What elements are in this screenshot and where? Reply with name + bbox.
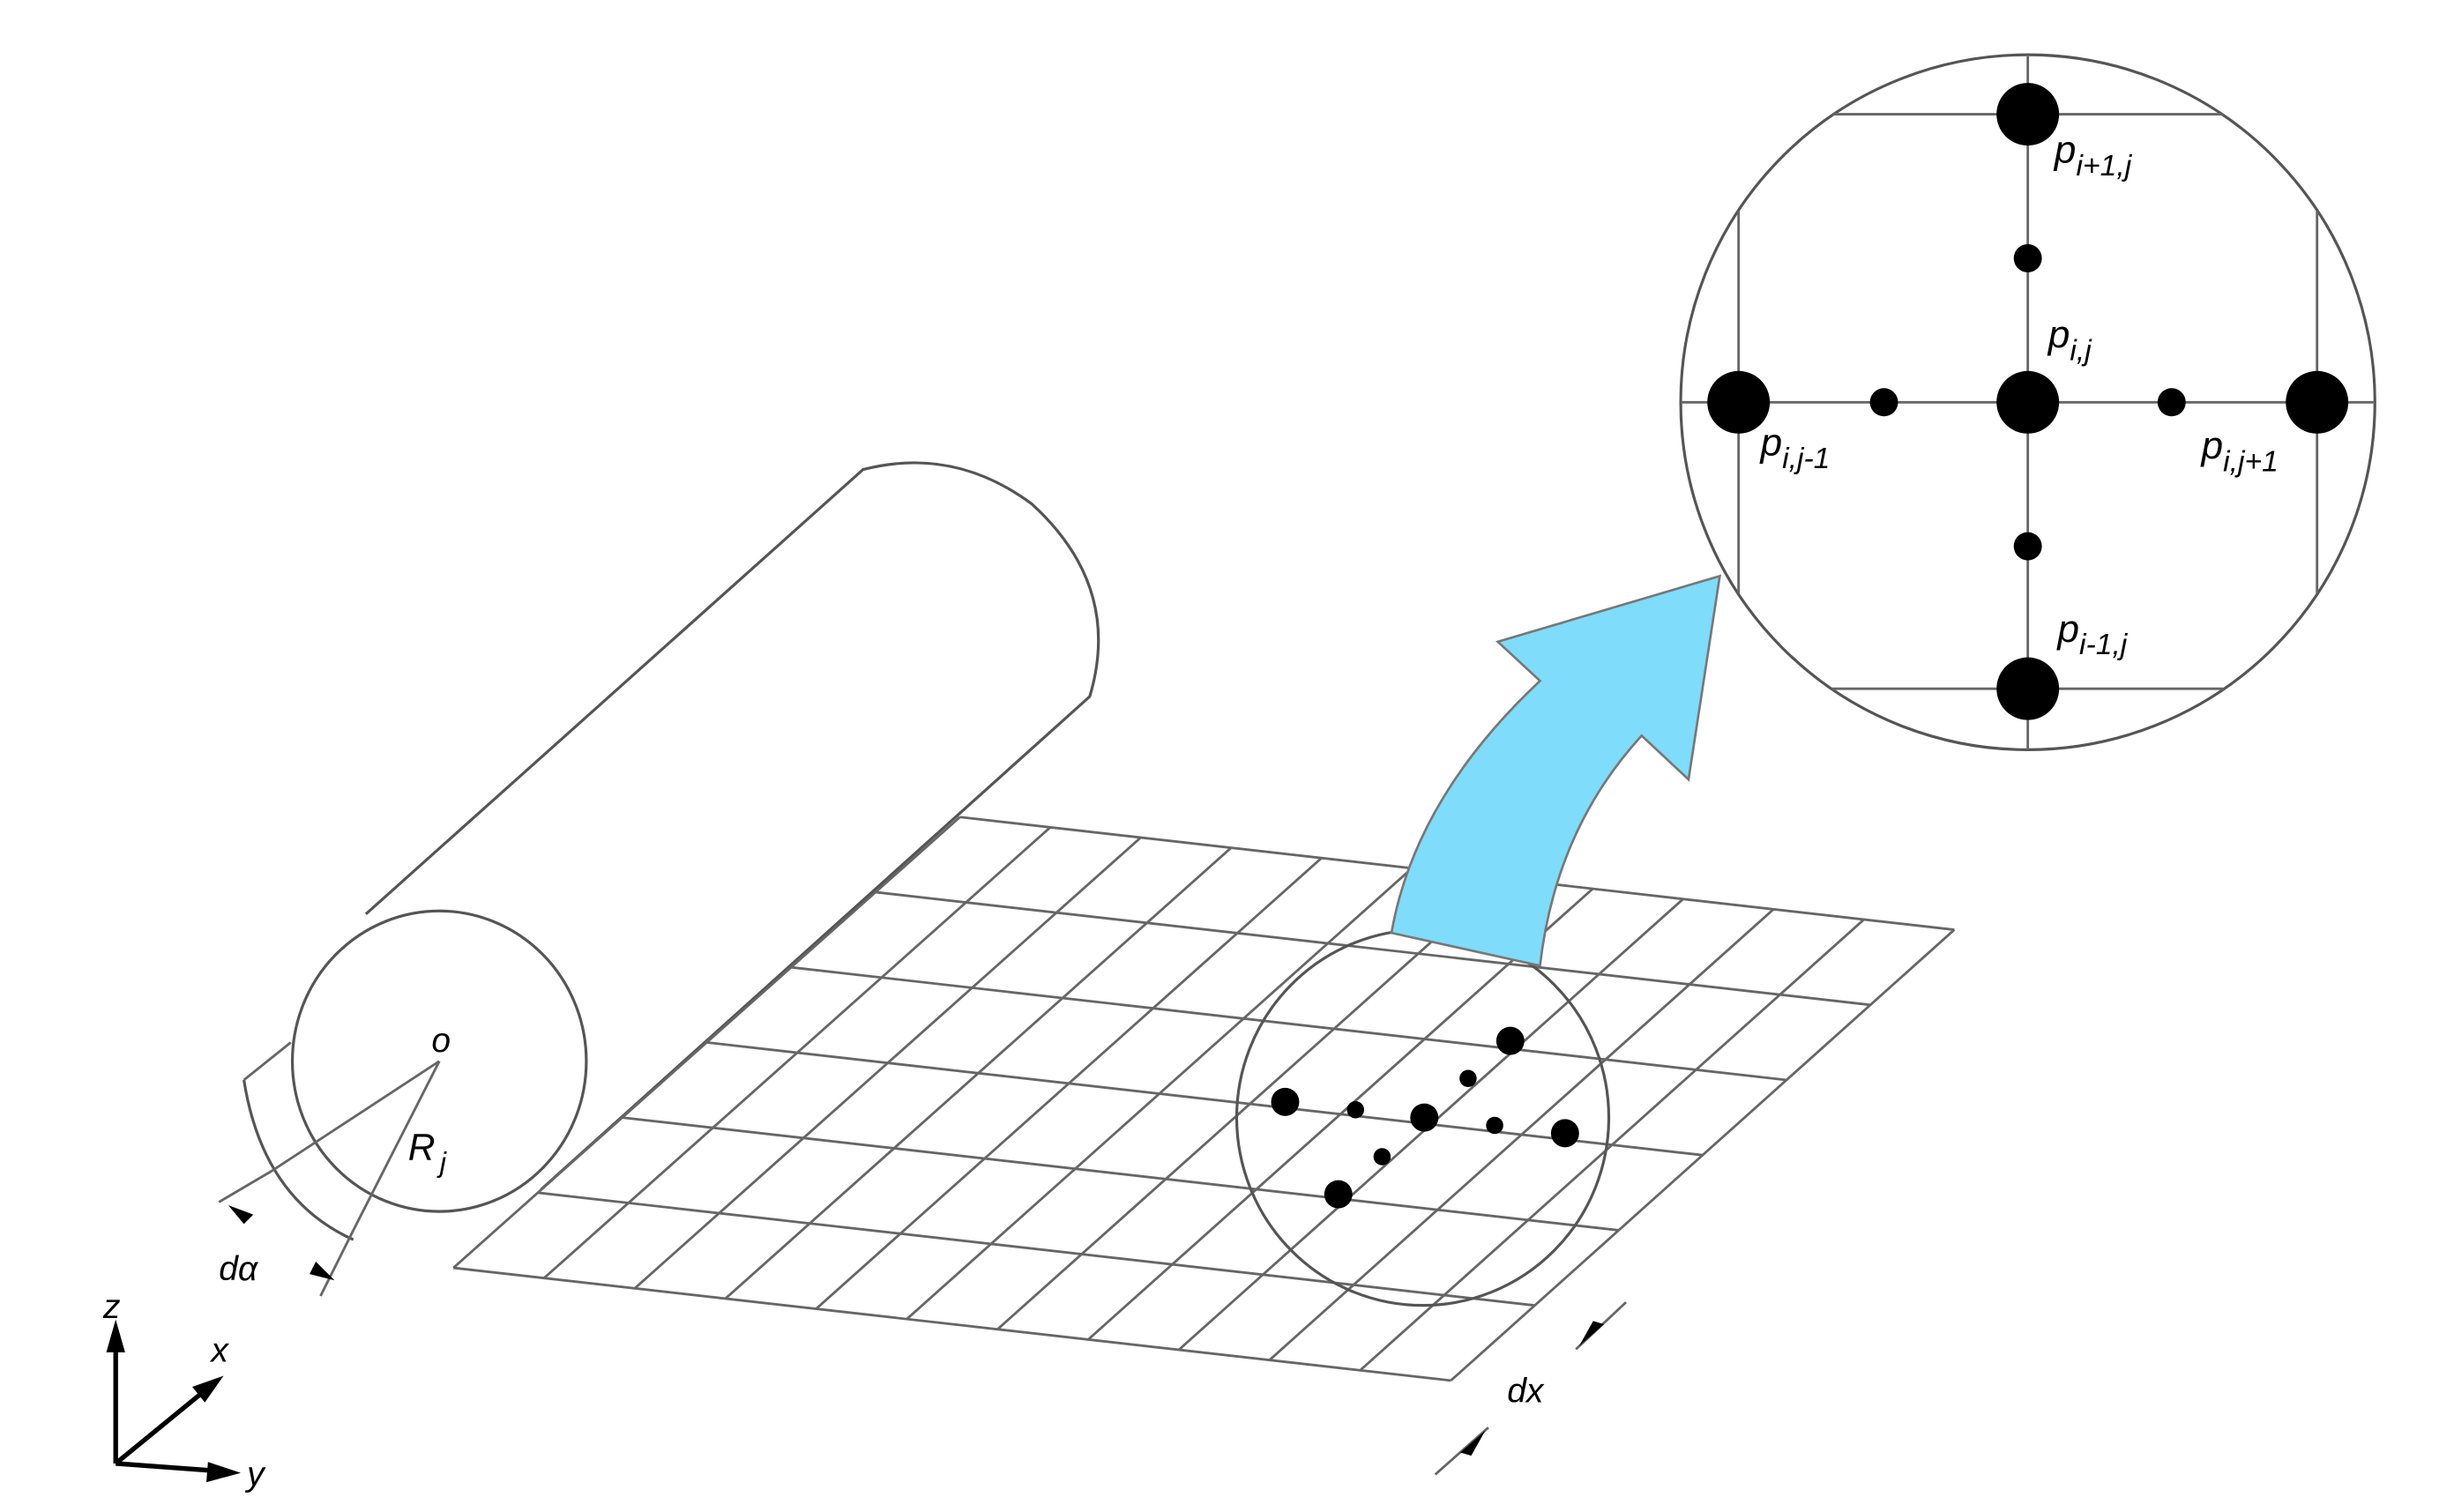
midnode-top	[2013, 243, 2042, 272]
label-p-center-sub: i,j	[2070, 333, 2092, 367]
label-dalpha: dα	[219, 1250, 259, 1288]
axis-x-line	[114, 1384, 212, 1466]
axis-z-arrowhead	[106, 1319, 125, 1352]
grid-node-bottom	[1324, 1180, 1353, 1209]
grid-midnode-3	[1459, 1069, 1477, 1087]
axis-x-arrowhead	[192, 1375, 224, 1403]
dx-arrow-1	[1578, 1321, 1605, 1346]
grid-node-left	[1271, 1087, 1300, 1116]
label-p-right-sub: i,j+1	[2223, 444, 2279, 478]
label-p-top-sub: i+1,j	[2076, 149, 2132, 182]
zoom-arrow	[1390, 574, 1722, 968]
grid-node-right	[1550, 1119, 1579, 1148]
grid-line-axial-1	[875, 890, 1871, 1007]
label-p-left-base: p	[1758, 421, 1782, 465]
grid-line-axial-3	[706, 1040, 1704, 1157]
label-radius-base: R	[408, 1127, 436, 1169]
dalpha-extension-2	[319, 1229, 354, 1297]
node-p-left	[1707, 370, 1771, 434]
radius-line-1	[271, 1060, 441, 1173]
radius-line-2	[352, 1061, 441, 1232]
label-p-bottom-base: p	[2055, 607, 2079, 651]
midnode-bottom	[2013, 532, 2042, 561]
label-radius-sub: j	[436, 1147, 447, 1179]
axis-y-arrowhead	[206, 1462, 242, 1483]
label-axis-x: x	[209, 1332, 229, 1370]
label-axis-y: y	[244, 1456, 266, 1493]
grid-line-axial-6	[453, 1266, 1451, 1382]
midnode-right	[2157, 388, 2186, 417]
grid-midnode-1	[1346, 1100, 1365, 1119]
film-grid	[452, 816, 1956, 1382]
dx-extension-2	[1434, 1426, 1489, 1476]
axis-y-line	[116, 1461, 222, 1474]
radius-construction	[218, 1060, 441, 1297]
node-p-bottom	[1996, 657, 2060, 720]
grid-node-top	[1495, 1026, 1525, 1055]
label-p-left: pi,j-1	[1758, 421, 1830, 475]
dalpha-arrow-2	[310, 1261, 335, 1281]
bearing-lip-edge	[242, 1041, 292, 1082]
label-p-left-sub: i,j-1	[1782, 442, 1830, 475]
cylinder-body	[364, 461, 1100, 1191]
coordinate-axes	[106, 1319, 242, 1483]
grid-midnode-4	[1373, 1148, 1391, 1166]
label-p-center-base: p	[2047, 313, 2070, 356]
grid-line-axial-5	[537, 1191, 1535, 1307]
node-p-top	[1996, 83, 2060, 146]
label-p-center: pi,j	[2047, 313, 2092, 367]
label-origin: o	[431, 1022, 451, 1060]
grid-line-axial-4	[622, 1116, 1619, 1232]
cylinder	[242, 461, 1100, 1241]
node-p-right	[2286, 370, 2349, 434]
label-p-top: pi+1,j	[2053, 129, 2133, 182]
label-axis-z: z	[102, 1288, 121, 1326]
grid-node-center	[1410, 1103, 1439, 1132]
midnode-left	[1869, 388, 1898, 417]
bearing-curved-lip	[242, 1079, 354, 1241]
label-p-bottom-sub: i-1,j	[2079, 628, 2129, 661]
cylinder-end-face	[290, 909, 588, 1213]
dx-dimension	[1434, 1301, 1627, 1476]
node-p-center	[1996, 370, 2060, 434]
grid-midnode-2	[1486, 1116, 1503, 1135]
label-p-top-base: p	[2053, 129, 2077, 172]
magnified-stencil	[1679, 53, 2376, 751]
label-p-right-base: p	[2199, 424, 2223, 467]
grid-line-axial-2	[791, 965, 1787, 1082]
grid-stencil-dots	[1271, 1026, 1579, 1209]
dalpha-extension-1	[218, 1169, 273, 1203]
label-dx: dx	[1507, 1373, 1545, 1411]
dalpha-arrow-1	[227, 1205, 254, 1225]
label-p-bottom: pi-1,j	[2055, 607, 2128, 661]
dx-arrow-2	[1460, 1430, 1486, 1456]
label-p-right: pi,j+1	[2199, 424, 2278, 478]
